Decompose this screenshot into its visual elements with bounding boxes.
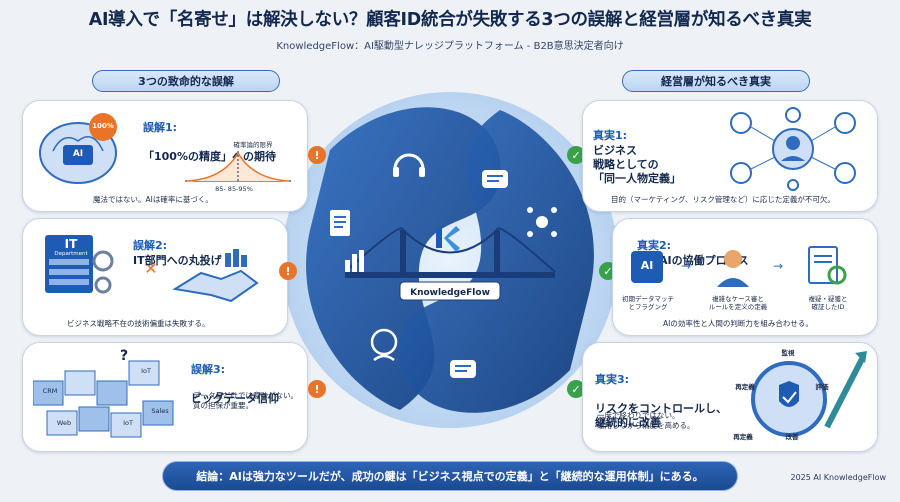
truth-3-title: 真実3: リスクをコントロールし、 継続的に改善: [595, 359, 755, 430]
truth-2-text: AIの効率性と人間の判断力を組み合わせる。: [663, 319, 813, 328]
center-label-box: [399, 281, 501, 301]
truths-header: 経営層が知るべき真実: [622, 70, 810, 92]
ai-brain-icon: [39, 113, 117, 184]
ai-label: AI: [72, 149, 84, 159]
cube-label: Sales: [151, 407, 169, 415]
myth-1-prefix: 誤解1:: [143, 121, 178, 135]
myth-card-2: IT Department ✕ 誤解2: IT部門への丸投げ ビジネス戦略不在の…: [22, 218, 288, 336]
chart-range: 85- 85-95%: [215, 185, 253, 193]
truth-1-title: 真実1: ビジネス 戦略としての 「同一人物定義」: [593, 115, 723, 186]
myth-2-text: ビジネス戦略不在の技術偏重は失敗する。: [67, 319, 210, 328]
badge-100-percent: 100%: [92, 122, 114, 130]
truth-2-prefix: 真実2:: [637, 239, 672, 253]
myth-3-title: 誤解3: ビッグデータ信仰: [191, 349, 301, 406]
ai-chip-icon: [631, 251, 663, 283]
check-icon: ✓: [567, 146, 585, 164]
truth-2-heading: 人とAIの協働プロセス: [637, 253, 749, 267]
it-label: IT: [64, 237, 78, 251]
myth-2-title: 誤解2: IT部門への丸投げ: [133, 225, 293, 268]
myth-3-text: データ量だけでは意味がない。 質の担保が重要。: [193, 391, 298, 411]
operator-icon: [717, 250, 749, 287]
page-title: AI導入で「名寄せ」は解決しない？顧客ID統合が失敗する3つの誤解と経営層が知る…: [88, 10, 812, 30]
cycle-label-improve: 改善: [785, 433, 799, 441]
arrow-icon: →: [772, 259, 784, 273]
knowledgeflow-logo-icon: [436, 226, 460, 252]
page-subtitle: KnowledgeFlow：AI駆動型ナレッジプラットフォーム - B2B意思決…: [276, 41, 624, 52]
warning-icon: !: [308, 380, 326, 398]
step-3-label: 複疑・疑獲と 確証したID: [808, 295, 848, 312]
ai-chip-label: AI: [640, 259, 654, 272]
truth-3-text: 一度で終わりではない。 運用しながら精度を高める。: [597, 411, 695, 431]
footer-credit: 2025 AI KnowledgeFlow: [790, 473, 886, 482]
step-1-label: 初期データマッチ とフラグング: [622, 295, 674, 312]
persona-network-icon: [730, 107, 856, 191]
question-mark: ?: [119, 348, 129, 364]
document-icon: [330, 210, 350, 236]
myth-1-text: 魔法ではない。AIは確率に基づく。: [93, 195, 213, 204]
conclusion-banner: 結論：AIは強力なツールだが、成功の鍵は「ビジネス視点での定義」と「継続的な運用…: [162, 461, 738, 491]
cross-icon: ✕: [144, 259, 158, 278]
truth-3-prefix: 真実3:: [595, 373, 630, 387]
cycle-label-monitor: 監視: [781, 349, 795, 357]
truth-card-3: 真実3: リスクをコントロールし、 継続的に改善 一度で終わりではない。 運用し…: [582, 342, 878, 452]
step-2-label: 複雑なケース審と ルールを定义の定義: [708, 295, 768, 312]
warning-icon: !: [308, 146, 326, 164]
handshake-icon: [172, 249, 259, 303]
myth-2-prefix: 誤解2:: [133, 239, 168, 253]
truth-1-heading: ビジネス 戦略としての 「同一人物定義」: [593, 143, 681, 186]
center-illustration: KnowledgeFlow: [282, 92, 618, 428]
cycle-label-redefine-side: 再定義: [735, 383, 755, 391]
verified-document-icon: [808, 246, 847, 285]
truth-2-title: 真実2: 人とAIの協働プロセス: [637, 225, 867, 268]
myth-3-heading: ビッグデータ信仰: [191, 391, 279, 405]
myth-card-3: ? CRM IoT Web Sales IoT 誤解3: ビッグデータ信仰 デー…: [22, 342, 308, 452]
probability-chart-icon: [185, 151, 291, 182]
person-head-icon: [370, 328, 398, 362]
cube-label: CRM: [42, 387, 58, 395]
truth-3-heading: リスクをコントロールし、 継続的に改善: [595, 401, 727, 430]
center-label: KnowledgeFlow: [410, 288, 490, 298]
chat-bubble-icon: [482, 170, 508, 188]
truth-card-1: 真実1: ビジネス 戦略としての 「同一人物定義」 目的（マーケティング、リスク…: [582, 100, 878, 212]
bridge-icon: [344, 227, 556, 278]
truth-1-prefix: 真実1:: [593, 129, 628, 143]
data-cubes-icon: [33, 360, 174, 438]
cube-label: Web: [56, 419, 72, 427]
myth-card-1: AI 100% 誤解1: 「100%の精度」への期待 確率論的限界 85- 85…: [22, 100, 308, 212]
improvement-cycle-icon: [751, 351, 867, 437]
truth-1-text: 目的（マーケティング、リスク管理など）に応じた定義が不可欠。: [611, 195, 835, 204]
network-icon: [527, 207, 557, 237]
chart-label: 確率論的限界: [233, 141, 273, 149]
headset-icon: [393, 153, 425, 177]
arrow-icon: →: [680, 259, 692, 273]
myth-3-prefix: 誤解3:: [191, 363, 226, 377]
chat-bubble-icon: [450, 360, 476, 378]
bar-chart-icon: [345, 250, 364, 272]
cube-label: IoT: [141, 367, 151, 375]
cycle-label-evaluate: 評価: [815, 383, 829, 391]
it-department-icon: [45, 235, 114, 294]
warning-icon: !: [279, 262, 297, 280]
check-icon: ✓: [567, 380, 585, 398]
myth-2-heading: IT部門への丸投げ: [133, 253, 222, 267]
cycle-label-redefine: 再定義: [733, 433, 753, 441]
truth-card-2: 真実2: 人とAIの協働プロセス AI → → 初期データマッチ とフラグング …: [612, 218, 878, 336]
it-sub-label: Department: [54, 251, 88, 257]
myths-header: 3つの致命的な誤解: [92, 70, 280, 92]
cube-label: IoT: [123, 419, 133, 427]
